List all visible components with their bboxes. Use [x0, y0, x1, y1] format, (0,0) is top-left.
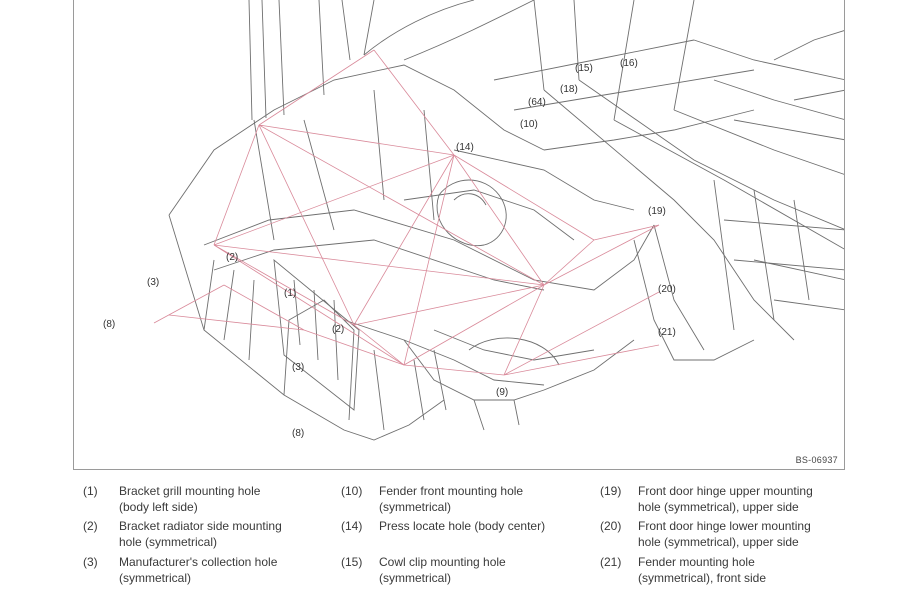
- legend-text-line1: Front door hinge lower mounting: [638, 519, 811, 533]
- legend-text-line2: (symmetrical): [379, 571, 451, 585]
- legend-text-line2: hole (symmetrical), upper side: [638, 535, 799, 549]
- callout-label: (2): [226, 252, 238, 263]
- legend-text-line2: hole (symmetrical), upper side: [638, 500, 799, 514]
- legend-text-line1: Fender mounting hole: [638, 555, 755, 569]
- body-structure-lines: [168, 0, 844, 441]
- measurement-lines: [153, 49, 660, 376]
- legend-text-line2: hole (symmetrical): [119, 535, 218, 549]
- legend-number: (21): [600, 555, 622, 569]
- callout-label: (19): [648, 206, 666, 217]
- callout-label: (15): [575, 63, 593, 74]
- diagram-drawing: (1) (2) (2) (3) (3) (8) (8) (9) (10) (14…: [103, 0, 844, 441]
- figure-code: BS-06937: [795, 455, 838, 465]
- legend-text-line2: (body left side): [119, 500, 198, 514]
- legend-number: (19): [600, 484, 622, 498]
- legend-text-line1: Bracket radiator side mounting: [119, 519, 282, 533]
- callout-label: (2): [332, 324, 344, 335]
- legend-text-line1: Front door hinge upper mounting: [638, 484, 813, 498]
- legend-number: (15): [341, 555, 363, 569]
- legend-number: (3): [83, 555, 98, 569]
- legend-text-line1: Fender front mounting hole: [379, 484, 524, 498]
- callout-label: (18): [560, 84, 578, 95]
- legend-text-line1: Cowl clip mounting hole: [379, 555, 506, 569]
- callout-label: (14): [456, 142, 474, 153]
- legend-text-line2: (symmetrical): [379, 500, 451, 514]
- callout-label: (10): [520, 119, 538, 130]
- legend-number: (14): [341, 519, 363, 533]
- callout-label: (3): [292, 362, 304, 373]
- legend-number: (20): [600, 519, 622, 533]
- legend-text-line1: Bracket grill mounting hole: [119, 484, 261, 498]
- callout-label: (16): [620, 58, 638, 69]
- legend-number: (1): [83, 484, 98, 498]
- body-frame-diagram: (1) (2) (2) (3) (3) (8) (8) (9) (10) (14…: [73, 0, 845, 470]
- callout-label: (3): [147, 277, 159, 288]
- legend-text-line1: Press locate hole (body center): [379, 519, 546, 533]
- legend-text-line2: (symmetrical), front side: [638, 571, 767, 585]
- callout-label: (21): [658, 327, 676, 338]
- callout-label: (8): [103, 319, 115, 330]
- callout-label: (20): [658, 284, 676, 295]
- legend-number: (10): [341, 484, 363, 498]
- callout-labels: (1) (2) (2) (3) (3) (8) (8) (9) (10) (14…: [103, 58, 676, 439]
- legend-text-line1: Manufacturer's collection hole: [119, 555, 278, 569]
- callout-label: (8): [292, 428, 304, 439]
- legend-text-line2: (symmetrical): [119, 571, 191, 585]
- legend-number: (2): [83, 519, 98, 533]
- callout-label: (9): [496, 387, 508, 398]
- callout-label: (1): [284, 288, 296, 299]
- callout-label: (64): [528, 97, 546, 108]
